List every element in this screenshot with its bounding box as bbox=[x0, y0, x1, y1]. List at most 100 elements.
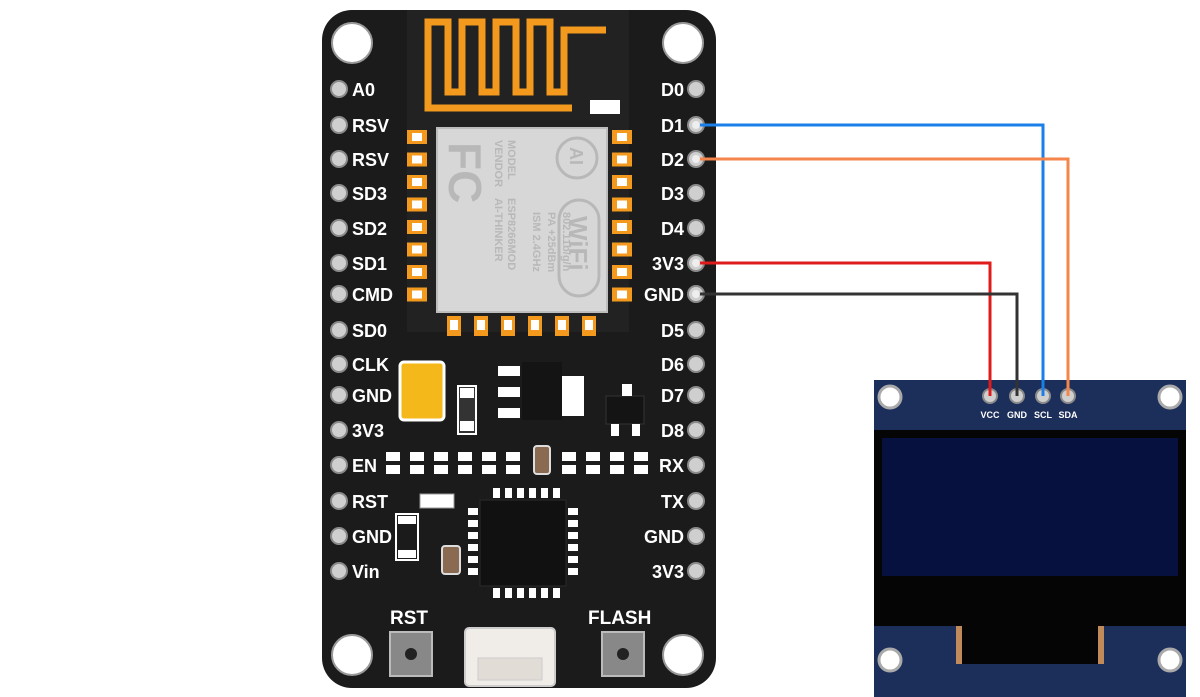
pin-label: RSV bbox=[352, 150, 389, 170]
smd-pad bbox=[586, 465, 600, 474]
smd-pad bbox=[634, 465, 648, 474]
wires bbox=[692, 121, 1070, 396]
oled-pin-label: GND bbox=[1007, 410, 1028, 420]
flash-button-label: FLASH bbox=[588, 608, 651, 629]
pin-label: RST bbox=[352, 492, 388, 512]
mounting-hole bbox=[1157, 647, 1183, 673]
antenna-trace bbox=[424, 18, 606, 100]
antenna-tab bbox=[590, 100, 620, 114]
pin-label: CLK bbox=[352, 355, 389, 375]
wire-d1-scl bbox=[696, 123, 1045, 396]
wire-3v3-vcc bbox=[696, 261, 992, 396]
pin-header-d5[interactable] bbox=[687, 321, 705, 339]
pin-label: D8 bbox=[661, 421, 684, 441]
pin-header-d4[interactable] bbox=[687, 219, 705, 237]
pin-label: GND bbox=[352, 386, 392, 406]
pin-header-d7[interactable] bbox=[687, 386, 705, 404]
resistor bbox=[441, 545, 461, 575]
rf-shield bbox=[436, 127, 608, 313]
pin-label: GND bbox=[352, 527, 392, 547]
pin-label: D1 bbox=[661, 116, 684, 136]
pin-header-clk[interactable] bbox=[330, 355, 348, 373]
pin-label: D2 bbox=[661, 150, 684, 170]
pin-header-rsv[interactable] bbox=[330, 116, 348, 134]
pin-header-rx[interactable] bbox=[687, 456, 705, 474]
smd-pad bbox=[458, 452, 472, 461]
pin-label: SD2 bbox=[352, 219, 387, 239]
usb-serial-chip bbox=[479, 499, 567, 587]
pin-label: SD1 bbox=[352, 254, 387, 274]
pin-header-3v3[interactable] bbox=[687, 562, 705, 580]
smd-pad bbox=[506, 465, 520, 474]
module-pads bbox=[407, 130, 632, 336]
pin-label: SD3 bbox=[352, 184, 387, 204]
pin-label: 3V3 bbox=[652, 562, 684, 582]
ai-badge: AI bbox=[566, 147, 586, 165]
smd-pad bbox=[434, 452, 448, 461]
pin-label: A0 bbox=[352, 80, 375, 100]
smd-pad bbox=[434, 465, 448, 474]
shield-line: MODEL bbox=[505, 140, 517, 180]
smd-pad bbox=[610, 465, 624, 474]
pin-header-en[interactable] bbox=[330, 456, 348, 474]
smd-pad bbox=[482, 465, 496, 474]
smd-pad bbox=[634, 452, 648, 461]
pin-header-sd3[interactable] bbox=[330, 184, 348, 202]
shield-value: ESP8266MOD bbox=[505, 198, 517, 270]
resistor-row bbox=[386, 452, 648, 474]
flex-cable bbox=[958, 626, 1102, 664]
pin-header-sd2[interactable] bbox=[330, 219, 348, 237]
oled-pin-label: SCL bbox=[1034, 410, 1053, 420]
left-pin-header: A0RSVRSVSD3SD2SD1CMDSD0CLKGND3V3ENRSTGND… bbox=[330, 80, 393, 582]
pin-header-sd0[interactable] bbox=[330, 321, 348, 339]
pin-label: EN bbox=[352, 456, 377, 476]
pin-label: 3V3 bbox=[352, 421, 384, 441]
pin-header-rsv[interactable] bbox=[330, 150, 348, 168]
pin-label: Vin bbox=[352, 562, 380, 582]
pin-label: 3V3 bbox=[652, 254, 684, 274]
shield-value: AI-THINKER bbox=[492, 198, 504, 262]
pin-label: D4 bbox=[661, 219, 684, 239]
nodemcu-board: FC MODEL VENDOR ESP8266MOD AI-THINKER IS… bbox=[322, 10, 716, 688]
smd-pad bbox=[458, 465, 472, 474]
pin-header-tx[interactable] bbox=[687, 492, 705, 510]
mounting-hole bbox=[331, 22, 373, 64]
pin-label: D5 bbox=[661, 321, 684, 341]
pin-header-rst[interactable] bbox=[330, 492, 348, 510]
pin-header-gnd[interactable] bbox=[330, 527, 348, 545]
pin-header-gnd[interactable] bbox=[687, 527, 705, 545]
pin-header-a0[interactable] bbox=[330, 80, 348, 98]
shield-line: VENDOR bbox=[492, 140, 504, 187]
pin-header-d6[interactable] bbox=[687, 355, 705, 373]
smd-component bbox=[395, 513, 419, 561]
pin-label: D7 bbox=[661, 386, 684, 406]
pin-header-cmd[interactable] bbox=[330, 285, 348, 303]
pin-label: RX bbox=[659, 456, 684, 476]
pin-header-gnd[interactable] bbox=[330, 386, 348, 404]
capacitor bbox=[398, 360, 446, 422]
pin-header-3v3[interactable] bbox=[330, 421, 348, 439]
shield-line: PA +25dBm bbox=[545, 212, 557, 272]
pin-header-vin[interactable] bbox=[330, 562, 348, 580]
smd-pad bbox=[386, 452, 400, 461]
smd-pad bbox=[506, 452, 520, 461]
oled-pin-label: SDA bbox=[1058, 410, 1078, 420]
mounting-hole bbox=[1157, 384, 1183, 410]
mounting-hole bbox=[877, 384, 903, 410]
pin-header-d0[interactable] bbox=[687, 80, 705, 98]
pin-header-d3[interactable] bbox=[687, 184, 705, 202]
pin-label: SD0 bbox=[352, 321, 387, 341]
pin-header-d8[interactable] bbox=[687, 421, 705, 439]
fc-logo: FC bbox=[439, 142, 491, 203]
pin-header-sd1[interactable] bbox=[330, 254, 348, 272]
mounting-hole bbox=[331, 634, 373, 676]
smd-pad bbox=[386, 465, 400, 474]
wifi-badge-icon bbox=[557, 198, 601, 298]
mounting-hole bbox=[877, 647, 903, 673]
mounting-hole bbox=[662, 634, 704, 676]
ai-badge-icon bbox=[555, 136, 599, 180]
voltage-regulator bbox=[522, 362, 562, 420]
smd-pad bbox=[586, 452, 600, 461]
